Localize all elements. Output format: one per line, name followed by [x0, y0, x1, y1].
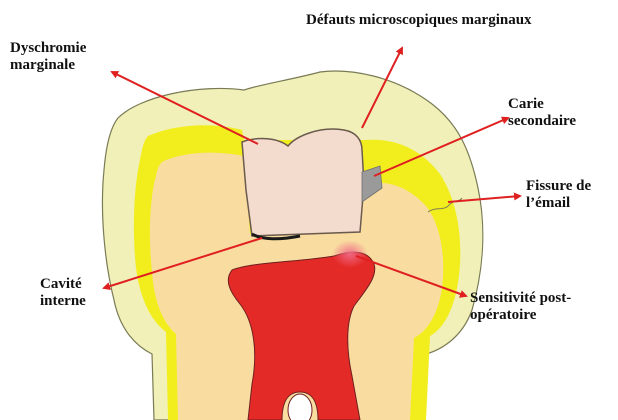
label-sensitivite-post-operatoire: Sensitivité post- opératoire [470, 290, 571, 324]
restoration [242, 129, 364, 236]
label-dyschromie-marginale: Dyschromie marginale [10, 40, 86, 74]
sensitivity-zone [332, 240, 368, 268]
label-cavite-interne: Cavité interne [40, 276, 86, 310]
root-canal-opening [288, 394, 312, 420]
label-carie-secondaire: Carie secondaire [508, 96, 576, 130]
label-defauts-microscopiques: Défauts microscopiques marginaux [306, 12, 532, 29]
label-fissure-email: Fissure de l’émail [526, 178, 591, 212]
